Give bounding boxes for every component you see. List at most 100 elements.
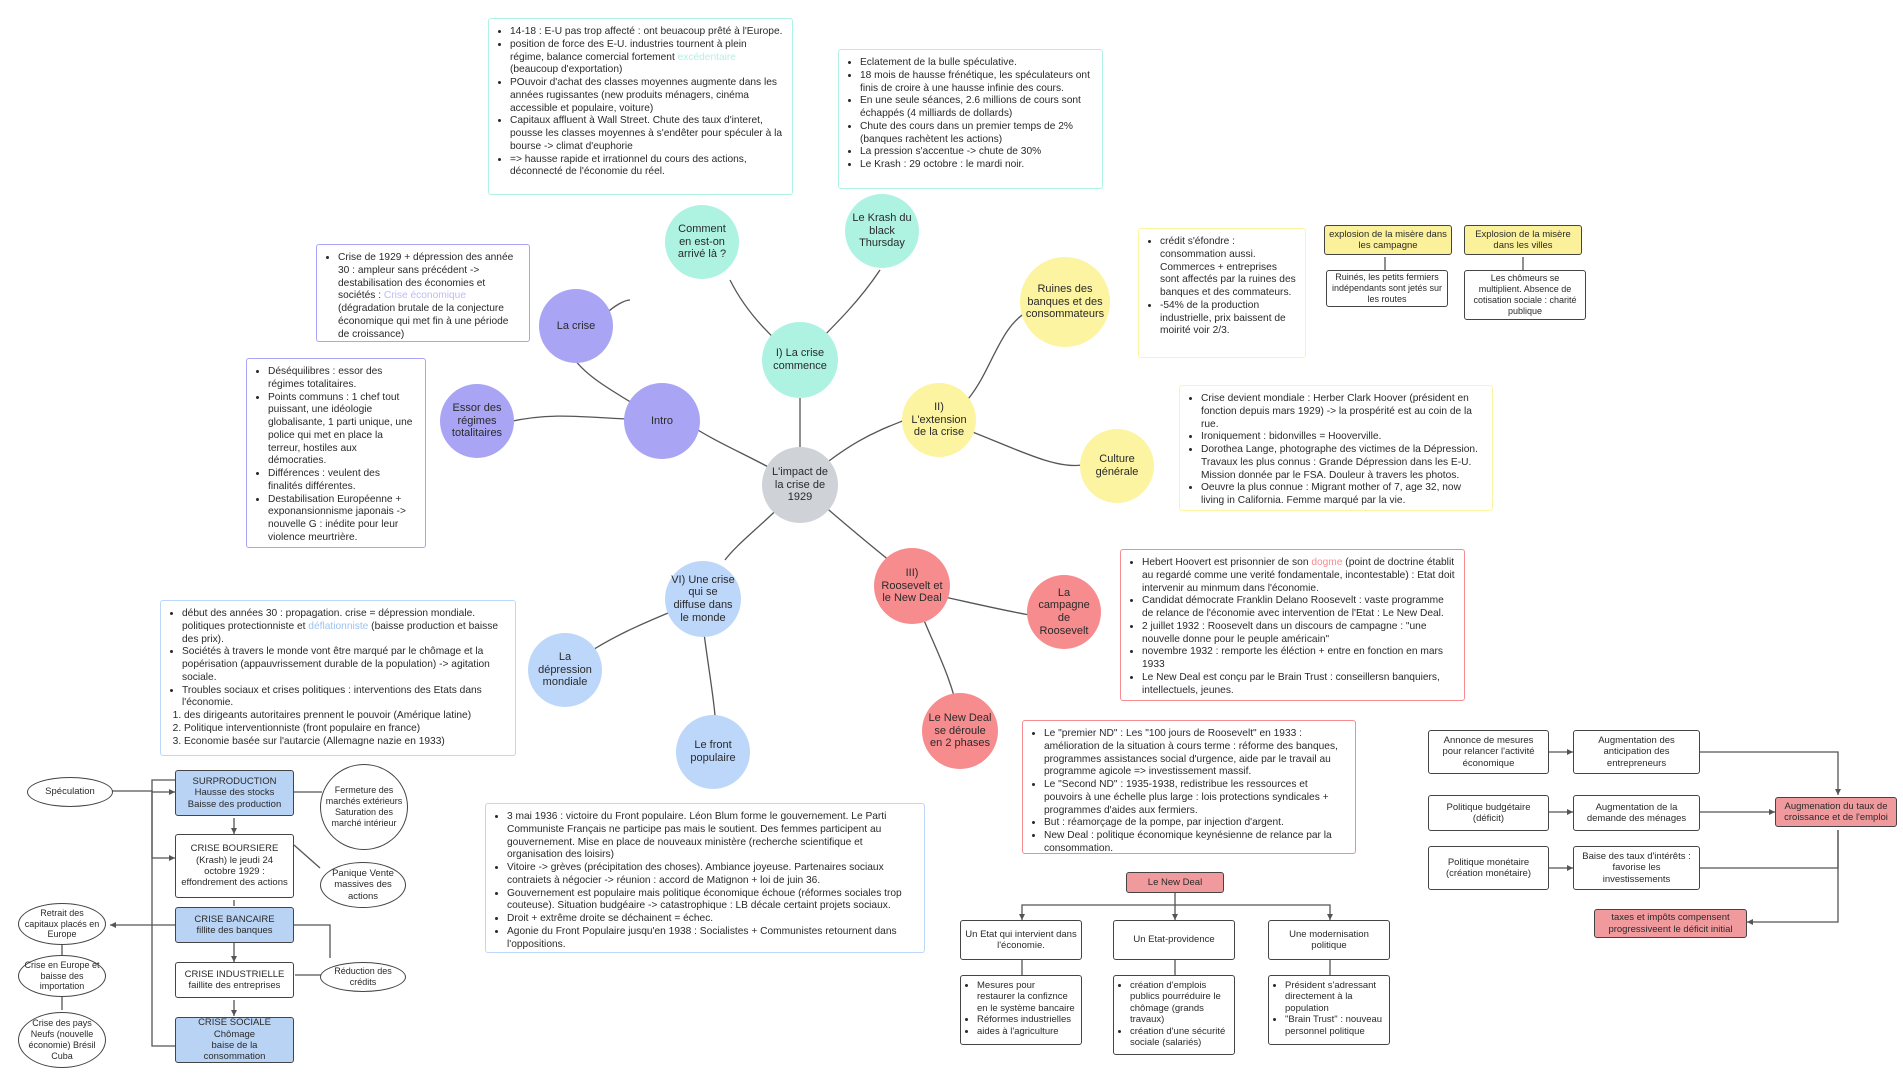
campagne-note: Hebert Hoovert est prisonnier de son dog… bbox=[1120, 549, 1465, 701]
newdeal-item: création d'une sécurité sociale (salarié… bbox=[1130, 1026, 1228, 1049]
industrielle-line: CRISE INDUSTRIELLE bbox=[184, 968, 285, 980]
note-item: Oeuvre la plus connue : Migrant mother o… bbox=[1201, 482, 1483, 508]
depression-note: début des années 30 : propagation. crise… bbox=[160, 600, 516, 756]
note-item: En une seule séances, 2.6 millions de co… bbox=[860, 95, 1093, 121]
bancaire-box: CRISE BANCAIRE fillite des banques bbox=[175, 907, 294, 943]
newdeal-item: Réformes industrielles bbox=[977, 1014, 1075, 1025]
keynes-result-box: Augmenation du taux de croissance et de … bbox=[1775, 797, 1897, 827]
note-item: POuvoir d'achat des classes moyennes aug… bbox=[510, 77, 783, 115]
keynes-right-box: Augmentation des anticipation des entrep… bbox=[1573, 730, 1700, 774]
note-item: crédit s'éfondre : consommation aussi. C… bbox=[1160, 236, 1296, 300]
note-item: Droit + extrême droite se déchainent = é… bbox=[507, 913, 915, 926]
newdeal-col-title: Un Etat qui intervient dans l'économie. bbox=[960, 920, 1082, 960]
krash-note: Eclatement de la bulle spéculative. 18 m… bbox=[838, 49, 1103, 189]
essor-regimes-node[interactable]: Essor des régimes totalitaires bbox=[440, 384, 514, 458]
comment-node[interactable]: Comment en est-on arrivé là ? bbox=[665, 205, 739, 279]
extension-node[interactable]: II) L'extension de la crise bbox=[902, 383, 976, 457]
newdeal-item: Mesures pour restaurer la confiznce en l… bbox=[977, 980, 1075, 1014]
reduction-node: Réduction des crédits bbox=[320, 962, 406, 992]
newdeal-item: création d'emplois publics pourréduire l… bbox=[1130, 980, 1228, 1026]
essor-note: Déséquilibres : essor des régimes totali… bbox=[246, 358, 426, 548]
sociale-line: baise de la consommation bbox=[203, 1040, 266, 1063]
fermeture-node: Fermeture des marchés extérieurs Saturat… bbox=[320, 764, 408, 850]
note-item: Points communs : 1 chef tout puissant, u… bbox=[268, 392, 416, 469]
la-crise-node[interactable]: La crise bbox=[539, 289, 613, 363]
note-item: Chute des cours dans un premier temps de… bbox=[860, 121, 1093, 147]
note-item: La pression s'accentue -> chute de 30% bbox=[860, 146, 1093, 159]
newdeal-col-list: création d'emplois publics pourréduire l… bbox=[1113, 975, 1235, 1055]
front-note: 3 mai 1936 : victoire du Front populaire… bbox=[485, 803, 925, 953]
retrait-node: Retrait des capitaux placés en Europe bbox=[18, 903, 106, 945]
note-item: Le "premier ND" : Les "100 jours de Roos… bbox=[1044, 728, 1346, 779]
note-item: position de force des E-U. industries to… bbox=[510, 39, 783, 77]
surproduction-line: SURPRODUCTION bbox=[192, 775, 277, 787]
newdeal-col-title: Une modernisation politique bbox=[1268, 920, 1390, 960]
industrielle-box: CRISE INDUSTRIELLE faillite des entrepri… bbox=[175, 962, 294, 998]
newdeal-col-title: Un Etat-providence bbox=[1113, 920, 1235, 960]
misere-campagne-title: explosion de la misère dans les campagne bbox=[1324, 225, 1452, 255]
roosevelt-node[interactable]: III) Roosevelt et le New Deal bbox=[874, 548, 950, 624]
note-item: 2 juillet 1932 : Roosevelt dans un disco… bbox=[1142, 621, 1455, 647]
note-item: des dirigeants autoritaires prennent le … bbox=[184, 710, 506, 723]
note-item: Déséquilibres : essor des régimes totali… bbox=[268, 366, 416, 392]
newdeal-col-list: Président s'adressant directement à la p… bbox=[1268, 975, 1390, 1045]
note-item: Vitoire -> grèves (précipitation des cho… bbox=[507, 862, 915, 888]
note-item: Crise de 1929 + dépression des année 30 … bbox=[338, 252, 520, 341]
misere-campagne-text: Ruinés, les petits fermiers indépendants… bbox=[1326, 270, 1448, 307]
newdeal-item: Président s'adressant directement à la p… bbox=[1285, 980, 1383, 1014]
keynes-taxes-box: taxes et impôts compensent progressiveen… bbox=[1594, 909, 1747, 938]
note-item: Le "Second ND" : 1935-1938, redistribue … bbox=[1044, 779, 1346, 817]
note-item: Sociétés à travers le monde vont être ma… bbox=[182, 646, 506, 684]
boursiere-line: CRISE BOURSIERE bbox=[190, 843, 279, 855]
panique-node: Panique Vente massives des actions bbox=[320, 862, 406, 908]
crise-commence-node[interactable]: I) La crise commence bbox=[762, 322, 838, 398]
note-item: Ironiquement : bidonvilles = Hooverville… bbox=[1201, 431, 1483, 444]
keynes-left-box: Politique monétaire (création monétaire) bbox=[1428, 846, 1549, 890]
note-item: Candidat démocrate Franklin Delano Roose… bbox=[1142, 595, 1455, 621]
sociale-line: Chômage bbox=[213, 1028, 256, 1040]
newdeal-item: "Brain Trust" : nouveau personnel politi… bbox=[1285, 1014, 1383, 1037]
note-item: Destabilisation Européenne + exponansion… bbox=[268, 494, 416, 545]
front-populaire-node[interactable]: Le front populaire bbox=[676, 715, 750, 789]
note-item: Troubles sociaux et crises politiques : … bbox=[182, 685, 506, 711]
comment-note: 14-18 : E-U pas trop affecté : ont beuac… bbox=[488, 18, 793, 195]
surproduction-box: SURPRODUCTION Hausse des stocks Baisse d… bbox=[175, 770, 294, 816]
bancaire-line: CRISE BANCAIRE bbox=[194, 913, 275, 925]
note-item: 14-18 : E-U pas trop affecté : ont beuac… bbox=[510, 26, 783, 39]
krash-node[interactable]: Le Krash du black Thursday bbox=[845, 194, 919, 268]
note-item: Economie basée sur l'autarcie (Allemagne… bbox=[184, 736, 506, 749]
boursiere-box: CRISE BOURSIERE (Krash) le jeudi 24 octo… bbox=[175, 834, 294, 898]
depression-node[interactable]: La dépression mondiale bbox=[528, 633, 602, 707]
phases-node[interactable]: Le New Deal se déroule en 2 phases bbox=[922, 693, 998, 769]
note-item: Eclatement de la bulle spéculative. bbox=[860, 57, 1093, 70]
intro-node[interactable]: Intro bbox=[624, 383, 700, 459]
note-item: 18 mois de hausse frénétique, les spécul… bbox=[860, 70, 1093, 96]
note-item: 3 mai 1936 : victoire du Front populaire… bbox=[507, 811, 915, 862]
la-crise-note: Crise de 1929 + dépression des année 30 … bbox=[316, 244, 530, 342]
ruines-note: crédit s'éfondre : consommation aussi. C… bbox=[1138, 228, 1306, 358]
campagne-node[interactable]: La campagne de Roosevelt bbox=[1027, 575, 1101, 649]
bancaire-line: fillite des banques bbox=[196, 925, 273, 936]
note-item: Crise devient mondiale : Herber Clark Ho… bbox=[1201, 393, 1483, 431]
newdeal-col-list: Mesures pour restaurer la confiznce en l… bbox=[960, 975, 1082, 1045]
note-item: Différences : veulent des finalités diff… bbox=[268, 468, 416, 494]
sociale-line: CRISE SOCIALE bbox=[198, 1017, 271, 1029]
keynes-left-box: Politique budgétaire (déficit) bbox=[1428, 795, 1549, 831]
note-item: Capitaux affluent à Wall Street. Chute d… bbox=[510, 115, 783, 153]
industrielle-line: faillite des entreprises bbox=[188, 980, 281, 991]
keynes-left-box: Annonce de mesures pour relancer l'activ… bbox=[1428, 730, 1549, 774]
surproduction-line: Baisse des production bbox=[187, 798, 282, 810]
note-item: Le New Deal est conçu par le Brain Trust… bbox=[1142, 672, 1455, 698]
note-item: novembre 1932 : remporte les éléction + … bbox=[1142, 646, 1455, 672]
speculation-node: Spéculation bbox=[27, 777, 113, 807]
note-item: -54% de la production industrielle, prix… bbox=[1160, 300, 1296, 338]
note-item: Politique interventionniste (front popul… bbox=[184, 723, 506, 736]
misere-villes-text: Les chômeurs se multiplient. Absence de … bbox=[1464, 270, 1586, 320]
center-node[interactable]: L'impact de la crise de 1929 bbox=[762, 447, 838, 523]
culture-note: Crise devient mondiale : Herber Clark Ho… bbox=[1179, 385, 1493, 511]
note-item: Hebert Hoovert est prisonnier de son dog… bbox=[1142, 557, 1455, 595]
note-item: New Deal : politique économique keynésie… bbox=[1044, 830, 1346, 856]
diffuse-node[interactable]: VI) Une crise qui se diffuse dans le mon… bbox=[665, 561, 741, 637]
ruines-node[interactable]: Ruines des banques et des consommateurs bbox=[1020, 257, 1110, 347]
culture-node[interactable]: Culture générale bbox=[1080, 429, 1154, 503]
